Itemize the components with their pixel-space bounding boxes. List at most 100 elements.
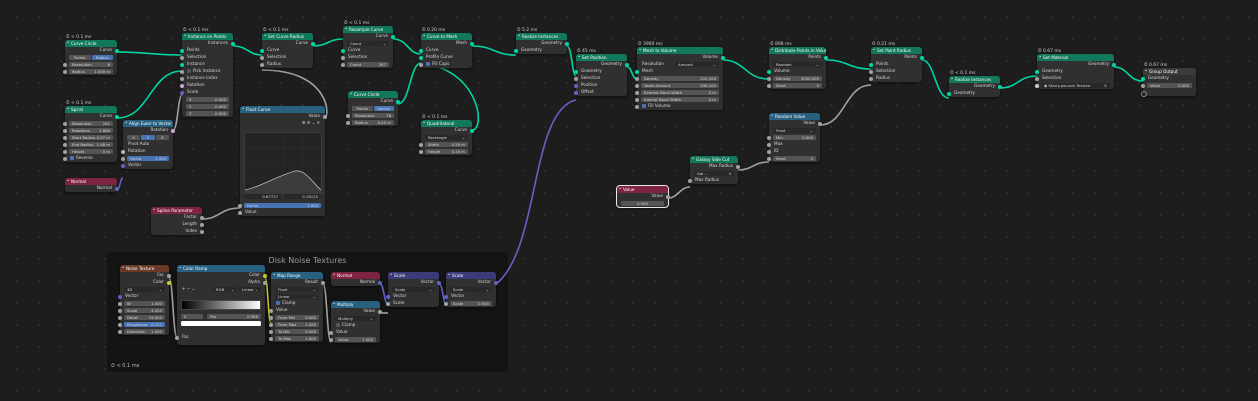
scale2-scale-socket[interactable] bbox=[444, 301, 448, 306]
axis-z[interactable]: Z bbox=[155, 135, 169, 140]
node-align-euler[interactable]: Align Euler to Vector Rotation XYZ Pivot… bbox=[121, 120, 175, 169]
axis-y[interactable]: Y bbox=[141, 135, 155, 140]
map-frommax-socket[interactable] bbox=[269, 322, 273, 327]
multiply-header[interactable]: Multiply bbox=[331, 301, 380, 308]
node-map-range[interactable]: Map Range Result Float⌄ Linear⌄ Clamp Va… bbox=[269, 272, 325, 342]
node-realize-instances-2[interactable]: Realize Instances Geometry Geometry bbox=[947, 76, 1002, 97]
normal2-out-socket[interactable] bbox=[378, 280, 382, 285]
mode-radius[interactable]: Radius bbox=[91, 55, 113, 60]
noise-fac-socket[interactable] bbox=[167, 273, 171, 278]
random-seed-socket[interactable] bbox=[767, 156, 771, 161]
resample-mode-dropdown[interactable]: Count⌄ bbox=[347, 41, 389, 46]
node-normal-2[interactable]: Normal Normal bbox=[331, 272, 382, 286]
spline-param-header[interactable]: Spline Parameter bbox=[151, 207, 202, 214]
distribute-seed-socket[interactable] bbox=[767, 83, 771, 88]
c2-res-socket[interactable] bbox=[346, 113, 350, 118]
multiply-clamp-checkbox[interactable] bbox=[336, 323, 340, 327]
c2-mode-points[interactable]: Points bbox=[352, 106, 373, 111]
index-socket[interactable] bbox=[180, 76, 184, 81]
map-result-socket[interactable] bbox=[321, 280, 325, 285]
align-pivot-row[interactable]: Pivot Auto bbox=[123, 141, 173, 148]
c2-mode-radius[interactable]: Radius bbox=[373, 106, 394, 111]
ramp-mode-dropdown[interactable]: RGB⌄ bbox=[213, 287, 237, 292]
ramp-menu-icon[interactable]: ⌄ bbox=[191, 286, 196, 291]
ramp-fac-socket[interactable] bbox=[175, 335, 179, 340]
group-out-socket[interactable] bbox=[736, 164, 740, 169]
float-curve-header[interactable]: Float Curve bbox=[240, 106, 325, 113]
scale1-scale-socket[interactable] bbox=[386, 301, 390, 306]
spiral-header[interactable]: Spiral bbox=[65, 106, 117, 113]
mesh-volume-out-socket[interactable] bbox=[721, 55, 725, 60]
align-header[interactable]: Align Euler to Vector bbox=[123, 120, 173, 127]
fill-caps-row[interactable]: Fill Caps bbox=[419, 61, 472, 68]
set-position-pos-socket[interactable] bbox=[574, 83, 578, 88]
resample-out-socket[interactable] bbox=[391, 34, 395, 39]
node-set-point-radius[interactable]: Set Point Radius Points Points Selection… bbox=[869, 47, 924, 82]
mode-points[interactable]: Points bbox=[69, 55, 91, 60]
scale-socket[interactable] bbox=[180, 90, 184, 95]
curve-x-coord[interactable]: 0.67727 bbox=[244, 194, 281, 199]
mesh-volume-res-dropdown[interactable]: Amount⌄ bbox=[675, 62, 719, 67]
set-point-radius-out-socket[interactable] bbox=[920, 55, 924, 60]
noise-w-socket[interactable] bbox=[118, 301, 122, 306]
realize1-out-socket[interactable] bbox=[565, 41, 569, 46]
spr-radius-socket[interactable] bbox=[869, 76, 873, 81]
node-float-curve[interactable]: Float Curve Value ⊕ ⊖ ⌄ ✕ 0.67727 0.1612… bbox=[238, 106, 327, 216]
ramp-color-swatch[interactable] bbox=[181, 321, 261, 326]
fill-caps-socket[interactable] bbox=[419, 62, 423, 67]
fill-volume-socket[interactable] bbox=[635, 104, 639, 109]
normal-out-socket[interactable] bbox=[115, 186, 119, 191]
map-type-dropdown[interactable]: Float⌄ bbox=[275, 287, 319, 292]
resample-selection-socket[interactable] bbox=[341, 55, 345, 60]
ramp-index-field[interactable]: 0 bbox=[181, 314, 203, 319]
ramp-header[interactable]: Color Ramp bbox=[177, 265, 265, 272]
value-out-socket[interactable] bbox=[666, 194, 670, 199]
distribute-volume-socket[interactable] bbox=[767, 69, 771, 74]
set-material-out-socket[interactable] bbox=[1112, 62, 1116, 67]
value-field[interactable]: 0.000 bbox=[621, 201, 664, 206]
node-set-position[interactable]: Set Position Geometry Geometry Selection… bbox=[574, 54, 629, 96]
spline-index-socket[interactable] bbox=[200, 229, 204, 234]
node-mesh-to-volume[interactable]: Mesh to Volume Volume ResolutionAmount⌄ … bbox=[635, 47, 725, 110]
curve-mesh-header[interactable]: Curve to Mesh bbox=[421, 33, 472, 40]
curve-circle2-header[interactable]: Curve Circle bbox=[348, 91, 398, 98]
map-clamp-checkbox[interactable] bbox=[276, 301, 280, 305]
distribute-out-socket[interactable] bbox=[824, 55, 828, 60]
resample-header[interactable]: Resample Curve bbox=[343, 26, 393, 33]
align-rotation-socket[interactable] bbox=[121, 149, 125, 154]
mesh-volume-mesh-socket[interactable] bbox=[635, 69, 639, 74]
curve-circle2-out-socket[interactable] bbox=[396, 99, 400, 104]
mv-exterior-socket[interactable] bbox=[635, 90, 639, 95]
map-clamp-row[interactable]: Clamp bbox=[271, 300, 323, 307]
mv-voxel-socket[interactable] bbox=[635, 83, 639, 88]
set-radius-radius-socket[interactable] bbox=[260, 62, 264, 67]
spiral-reverse-row[interactable]: Reverse bbox=[63, 155, 117, 162]
fill-volume-row[interactable]: Fill Volume bbox=[635, 103, 723, 110]
zoom-in-icon[interactable]: ⊕ bbox=[301, 120, 306, 125]
quad-width-socket[interactable] bbox=[419, 142, 423, 147]
realize2-header[interactable]: Realize Instances bbox=[949, 76, 1000, 83]
resample-curve-socket[interactable] bbox=[341, 48, 345, 53]
node-vector-scale-1[interactable]: Scale Vector Scale⌄ Vector Scale bbox=[386, 272, 441, 307]
noise-vector-socket[interactable] bbox=[118, 294, 122, 299]
